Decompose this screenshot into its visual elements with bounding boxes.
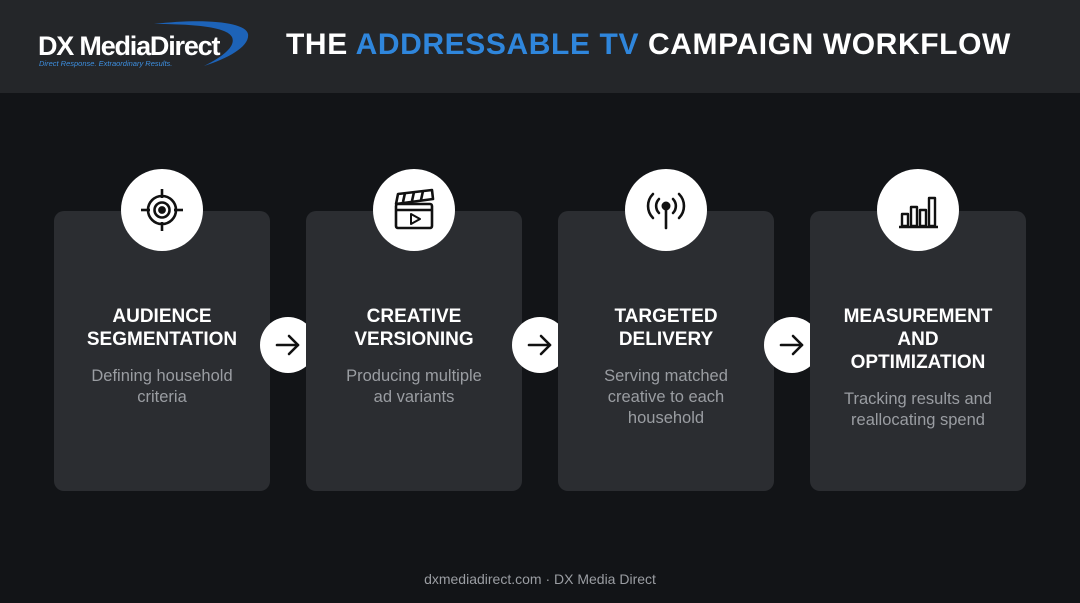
- logo-text: DX MediaDirect: [38, 31, 220, 61]
- step-title-line: AND: [897, 329, 939, 350]
- step-description-line: Defining household: [91, 367, 233, 385]
- step-card-targeted-delivery: TARGETED DELIVERY Serving matched creati…: [558, 211, 774, 491]
- step-title-line: AUDIENCE: [112, 306, 212, 327]
- title-accent: ADDRESSABLE TV: [355, 28, 640, 61]
- step-title-line: VERSIONING: [354, 329, 474, 350]
- step-title-line: SEGMENTATION: [86, 329, 238, 350]
- target-icon: [121, 169, 203, 251]
- step-title-line: MEASUREMENT: [843, 306, 993, 327]
- step-description-line: Producing multiple: [346, 367, 482, 385]
- step-description-line: Tracking results and: [844, 390, 992, 408]
- step-title-line: CREATIVE: [366, 306, 462, 327]
- step-title-line: OPTIMIZATION: [850, 352, 986, 373]
- title-part-2: CAMPAIGN WORKFLOW: [639, 28, 1011, 61]
- logo: DX MediaDirect Direct Response. Extraord…: [34, 20, 254, 72]
- broadcast-icon: [625, 169, 707, 251]
- step-description-line: Serving matched: [604, 367, 728, 385]
- step-description-line: reallocating spend: [851, 411, 985, 429]
- step-description-line: creative to each: [607, 388, 725, 406]
- step-title-line: DELIVERY: [618, 329, 714, 350]
- step-description-line: criteria: [137, 388, 187, 406]
- logo-tagline: Direct Response. Extraordinary Results.: [39, 59, 173, 68]
- step-card-measurement-optimization: MEASUREMENT AND OPTIMIZATION Tracking re…: [810, 211, 1026, 491]
- step-card-creative-versioning: CREATIVE VERSIONING Producing multiple a…: [306, 211, 522, 491]
- logo-swoosh-icon: [154, 21, 249, 66]
- step-description-line: ad variants: [373, 388, 455, 406]
- page-title: THE ADDRESSABLE TV CAMPAIGN WORKFLOW: [286, 25, 1066, 65]
- header-bar: DX MediaDirect Direct Response. Extraord…: [0, 0, 1080, 93]
- step-description-line: household: [627, 409, 705, 427]
- clapperboard-icon: [373, 169, 455, 251]
- title-part-1: THE: [286, 28, 356, 61]
- step-card-audience-segmentation: AUDIENCE SEGMENTATION Defining household…: [54, 211, 270, 491]
- footer-text: dxmediadirect.com · DX Media Direct: [424, 571, 656, 587]
- bar-chart-icon: [877, 169, 959, 251]
- step-title-line: TARGETED: [614, 306, 718, 327]
